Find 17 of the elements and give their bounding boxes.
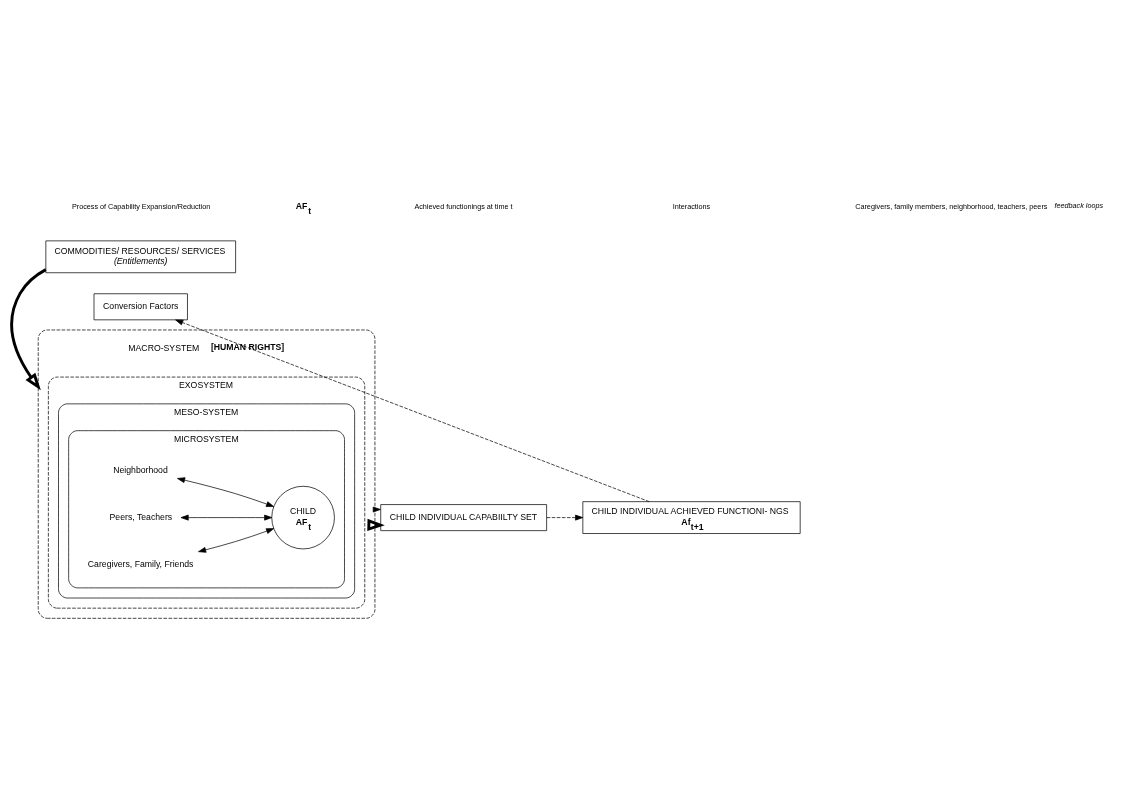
arrow [177,477,275,507]
node-text: Caregivers, Family, Friends [87,559,194,570]
arrow [367,518,385,532]
node-box: Conversion Factors [93,293,188,321]
arrow [180,514,273,521]
node-text: Peers, Teachers [109,512,173,523]
legend-label: Process of Capability Expansion/Reduction [71,201,211,211]
legend-label: Interactions [672,201,711,211]
arrow [546,514,584,521]
node-box: COMMODITIES/ RESOURCES/ SERVICES (Entitlements) [45,240,236,274]
legend-label: Caregivers, family members, neighborhood, teachers, peers feedback loops [855,201,1104,211]
legend-label: Achieved functionings at time t [414,201,513,211]
node-text: Neighborhood [113,465,168,476]
arrow [198,528,275,553]
node-box: CHILD INDIVIDUAL CAPABIILTY SET [380,504,547,531]
arrow [10,268,47,391]
arrow [175,319,650,503]
